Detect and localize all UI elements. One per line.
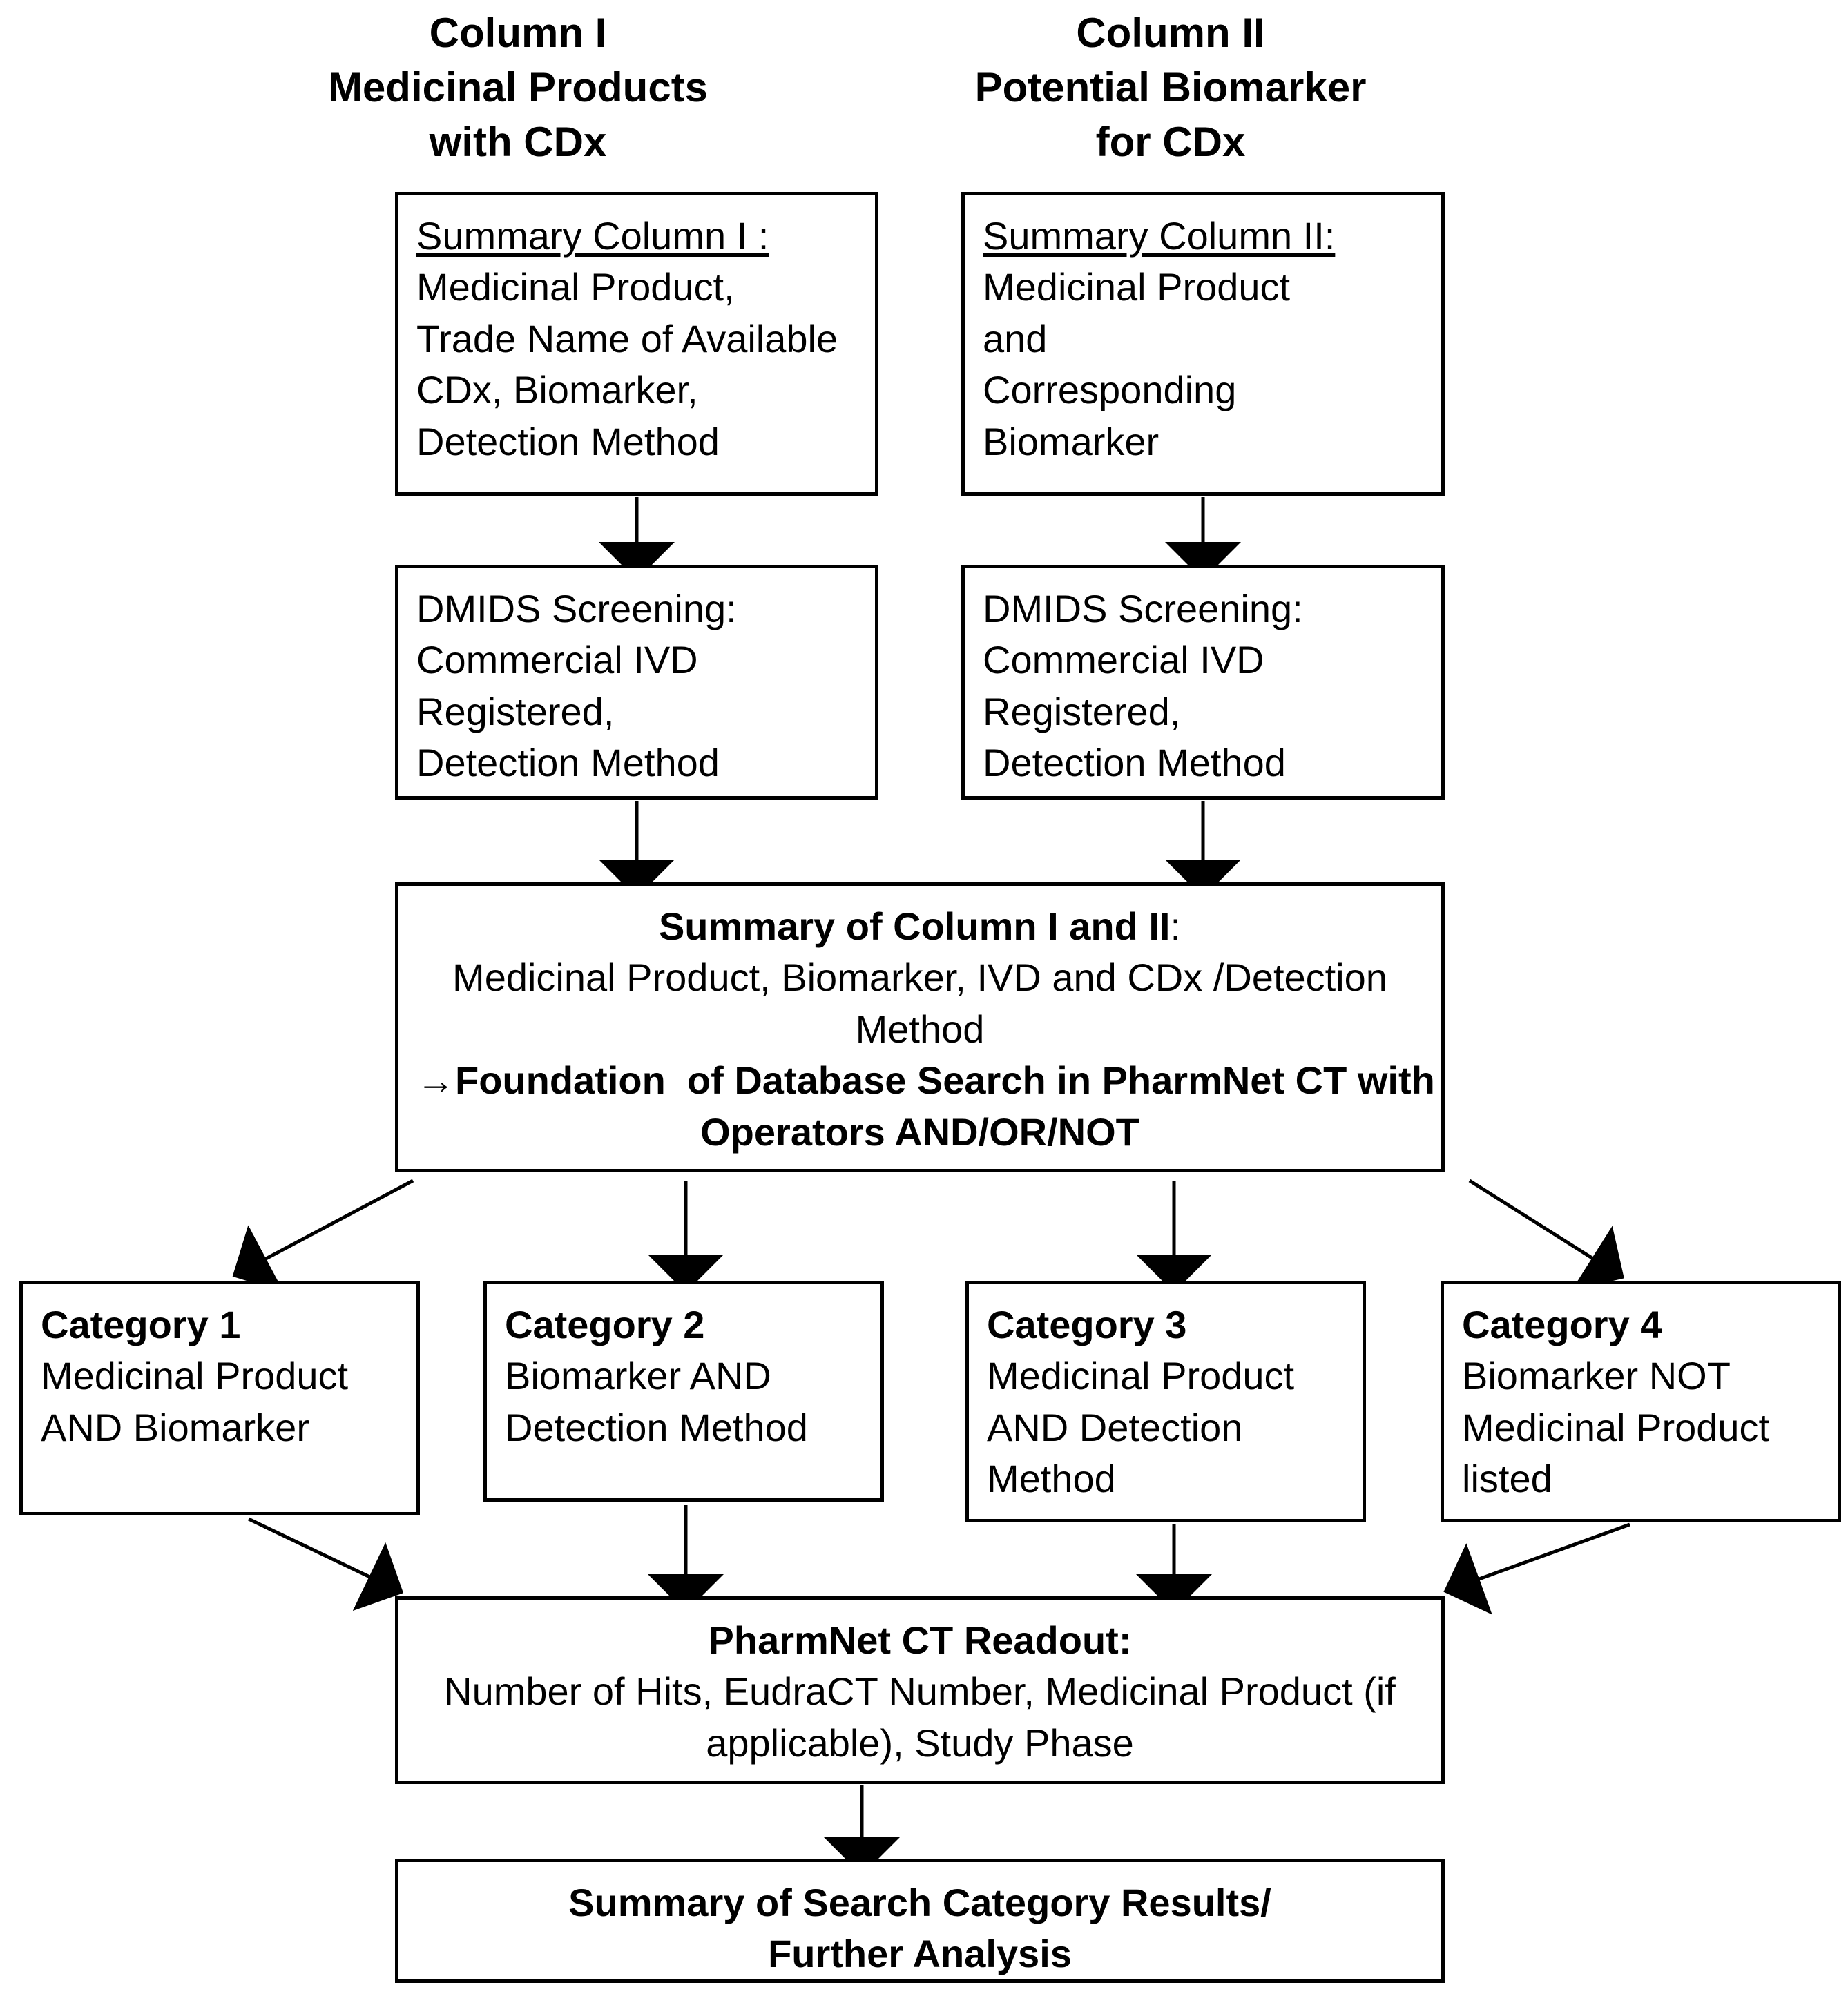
category-2-line-2: Detection Method	[505, 1405, 808, 1449]
combined-summary-line-1: Medicinal Product, Biomarker, IVD and CD…	[452, 956, 1387, 1000]
combined-summary-heading: Summary of Column I and II	[658, 904, 1171, 948]
category-3-title: Category 3	[987, 1303, 1187, 1346]
node-summary-column-1: Summary Column I : Medicinal Product, Tr…	[395, 192, 878, 496]
category-4-title: Category 4	[1462, 1303, 1662, 1346]
final-line-2: Further Analysis	[768, 1932, 1072, 1976]
category-1-line-2: AND Biomarker	[41, 1405, 309, 1449]
column-1-header: Column I Medicinal Products with CDx	[304, 6, 732, 170]
node-summary-column-2: Summary Column II: Medicinal Product and…	[961, 192, 1445, 496]
summary-column-2-line-1: Medicinal Product	[983, 265, 1291, 309]
readout-heading: PharmNet CT Readout:	[708, 1618, 1132, 1662]
category-3-line-1: Medicinal Product	[987, 1354, 1295, 1398]
dmids-1-line-3: Registered,	[416, 689, 615, 733]
column-2-header-line-2: Potential Biomarker	[974, 64, 1367, 111]
category-4-line-1: Biomarker NOT	[1462, 1354, 1731, 1398]
combined-summary-line-4: Operators AND/OR/NOT	[700, 1110, 1139, 1154]
combined-summary-heading-colon: :	[1170, 904, 1182, 948]
dmids-2-line-3: Registered,	[983, 689, 1181, 733]
category-3-line-2: AND Detection	[987, 1405, 1243, 1449]
dmids-1-line-4: Detection Method	[416, 741, 720, 785]
summary-column-2-heading: Summary Column II:	[983, 214, 1336, 258]
summary-column-2-line-2: and	[983, 316, 1048, 360]
category-1-line-1: Medicinal Product	[41, 1354, 349, 1398]
summary-column-1-line-4: Detection Method	[416, 419, 720, 463]
arrow-category-4-to-readout	[1443, 1522, 1630, 1615]
node-category-1: Category 1 Medicinal Product AND Biomark…	[19, 1281, 420, 1515]
dmids-2-line-2: Commercial IVD	[983, 638, 1264, 682]
combined-summary-line-3: Foundation of Database Search in PharmNe…	[455, 1058, 1435, 1103]
dmids-2-line-4: Detection Method	[983, 741, 1286, 785]
node-final-summary: Summary of Search Category Results/ Furt…	[395, 1859, 1445, 1983]
summary-column-2-line-3: Corresponding	[983, 368, 1237, 412]
category-3-line-3: Method	[987, 1457, 1116, 1501]
category-1-title: Category 1	[41, 1303, 241, 1346]
column-1-header-line-1: Column I	[429, 10, 607, 56]
right-arrow-icon: →	[416, 1058, 455, 1103]
node-category-3: Category 3 Medicinal Product AND Detecti…	[965, 1281, 1366, 1522]
node-category-2: Category 2 Biomarker AND Detection Metho…	[483, 1281, 884, 1502]
node-pharmnet-ct-readout: PharmNet CT Readout: Number of Hits, Eud…	[395, 1596, 1445, 1784]
category-2-title: Category 2	[505, 1303, 705, 1346]
node-dmids-screening-column-2: DMIDS Screening: Commercial IVD Register…	[961, 565, 1445, 800]
combined-summary-line-2: Method	[855, 1007, 985, 1051]
category-4-line-3: listed	[1462, 1457, 1552, 1501]
summary-column-2-line-4: Biomarker	[983, 419, 1159, 463]
column-2-header: Column II Potential Biomarker for CDx	[929, 6, 1412, 170]
summary-column-1-heading: Summary Column I :	[416, 214, 769, 258]
node-dmids-screening-column-1: DMIDS Screening: Commercial IVD Register…	[395, 565, 878, 800]
arrow-category-1-to-readout	[247, 1517, 404, 1611]
summary-column-1-line-3: CDx, Biomarker,	[416, 368, 698, 412]
dmids-1-line-1: DMIDS Screening:	[416, 587, 737, 630]
arrow-combined-to-category-4	[1468, 1179, 1624, 1290]
node-combined-summary: Summary of Column I and II: Medicinal Pr…	[395, 882, 1445, 1172]
readout-line-2: applicable), Study Phase	[706, 1721, 1134, 1765]
column-2-header-line-1: Column II	[1076, 10, 1265, 56]
dmids-1-line-2: Commercial IVD	[416, 638, 698, 682]
column-2-header-line-3: for CDx	[1095, 119, 1246, 166]
final-line-1: Summary of Search Category Results/	[568, 1881, 1271, 1924]
summary-column-1-line-1: Medicinal Product,	[416, 265, 735, 309]
category-2-line-1: Biomarker AND	[505, 1354, 771, 1398]
node-category-4: Category 4 Biomarker NOT Medicinal Produ…	[1441, 1281, 1841, 1522]
column-1-header-line-3: with CDx	[429, 119, 607, 166]
column-1-header-line-2: Medicinal Products	[327, 64, 709, 111]
readout-line-1: Number of Hits, EudraCT Number, Medicina…	[444, 1669, 1396, 1714]
dmids-2-line-1: DMIDS Screening:	[983, 587, 1303, 630]
arrow-combined-to-category-1	[232, 1179, 414, 1292]
summary-column-1-line-2: Trade Name of Available	[416, 316, 838, 360]
category-4-line-2: Medicinal Product	[1462, 1405, 1770, 1449]
